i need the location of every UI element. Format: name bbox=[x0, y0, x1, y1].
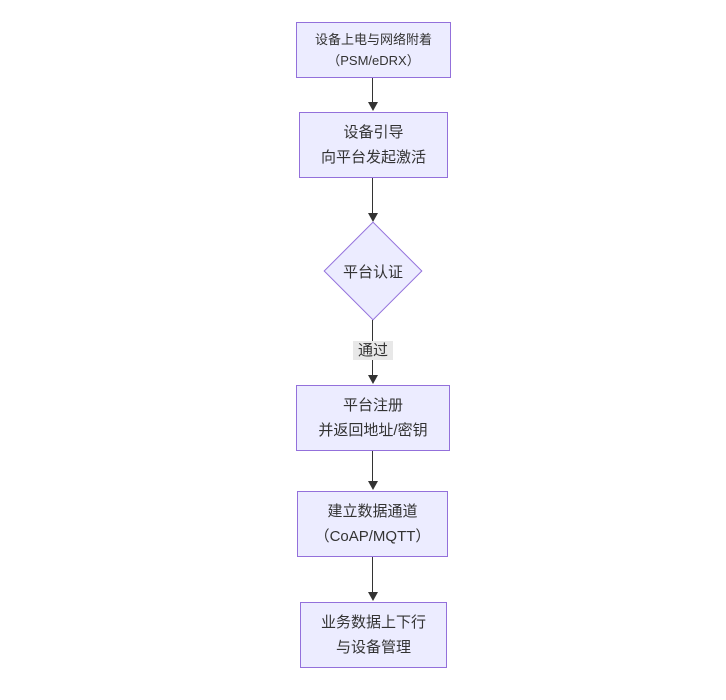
node-bootstrap-line1: 设备引导 bbox=[343, 124, 404, 141]
node-register-line2: 并返回地址/密钥 bbox=[318, 422, 428, 439]
node-register-line1: 平台注册 bbox=[342, 397, 403, 414]
arrow-down-icon bbox=[368, 375, 378, 384]
node-register: 平台注册 并返回地址/密钥 bbox=[296, 385, 450, 451]
node-data-channel: 建立数据通道 （CoAP/MQTT） bbox=[297, 491, 448, 557]
edge-power-to-bootstrap bbox=[372, 78, 373, 103]
node-data-channel-line1: 建立数据通道 bbox=[327, 503, 418, 520]
edge-channel-to-business bbox=[372, 557, 373, 593]
edge-label-pass: 通过 bbox=[352, 341, 394, 360]
node-business-data-line1: 业务数据上下行 bbox=[320, 614, 426, 631]
edge-register-to-channel bbox=[372, 451, 373, 482]
node-power-attach-line1: 设备上电与网络附着 bbox=[314, 32, 432, 47]
node-bootstrap-line2: 向平台发起激活 bbox=[320, 149, 426, 166]
node-business-data-line2: 与设备管理 bbox=[335, 639, 411, 656]
node-power-attach-line2: （PSM/eDRX） bbox=[327, 53, 420, 68]
arrow-down-icon bbox=[368, 481, 378, 490]
node-business-data: 业务数据上下行 与设备管理 bbox=[300, 602, 447, 668]
node-power-attach: 设备上电与网络附着 （PSM/eDRX） bbox=[296, 22, 451, 78]
node-data-channel-line2: （CoAP/MQTT） bbox=[314, 528, 431, 545]
arrow-down-icon bbox=[368, 592, 378, 601]
node-bootstrap: 设备引导 向平台发起激活 bbox=[299, 112, 448, 178]
arrow-down-icon bbox=[368, 213, 378, 222]
arrow-down-icon bbox=[368, 102, 378, 111]
decision-platform-auth-label: 平台认证 bbox=[342, 263, 403, 281]
edge-bootstrap-to-auth bbox=[372, 178, 373, 214]
decision-platform-auth: 平台认证 bbox=[323, 221, 423, 321]
